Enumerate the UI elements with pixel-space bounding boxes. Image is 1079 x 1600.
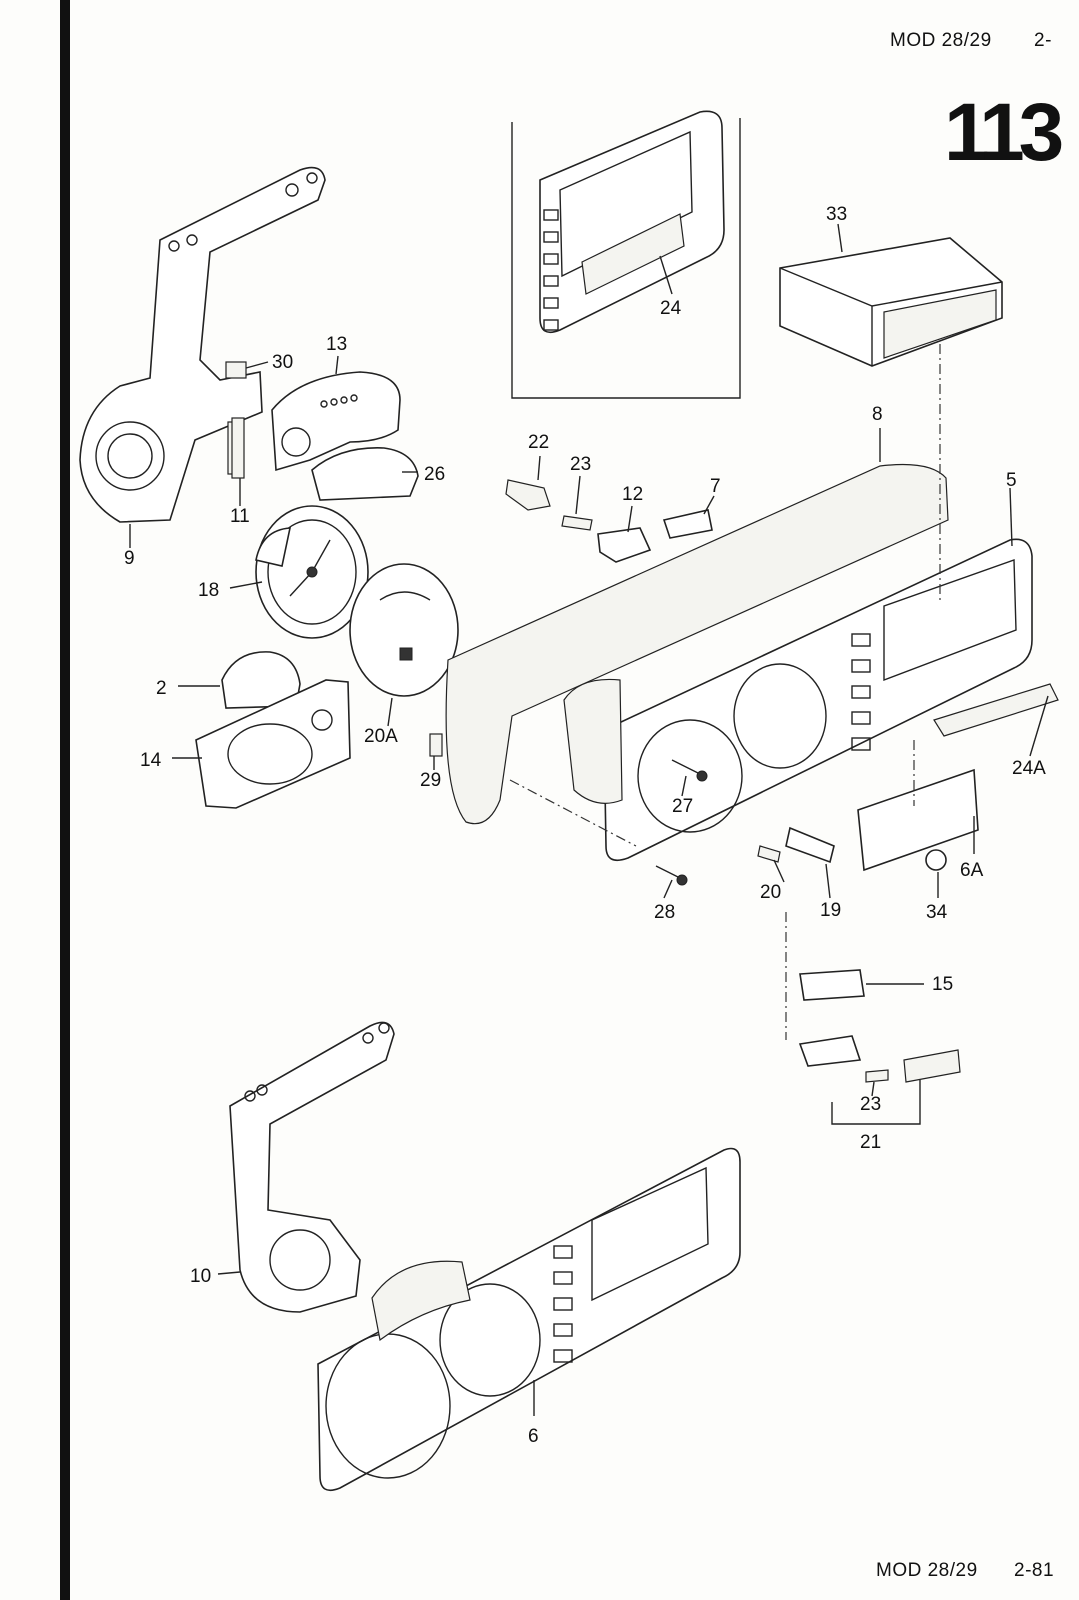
part-20-bulb: [757, 845, 781, 863]
leader-lines: [129, 223, 1049, 1416]
callout-14: 14: [140, 750, 162, 771]
callout-26: 26: [424, 464, 445, 485]
page-ref-footer: 2-81: [1014, 1560, 1055, 1581]
callout-13: 13: [326, 334, 347, 355]
callout-30: 30: [272, 352, 293, 373]
part-27-screw: [671, 759, 701, 775]
part-12-switch-housing: [597, 527, 652, 563]
callout-24: 24: [660, 298, 682, 319]
part-18-clock: [255, 505, 369, 639]
callout-24A: 24A: [1012, 758, 1046, 779]
callout-6A: 6A: [960, 860, 984, 881]
callout-20: 20: [760, 882, 781, 903]
part-15-switch: [799, 969, 865, 1001]
model-header-top: MOD 28/29: [890, 30, 992, 51]
callout-8: 8: [872, 404, 883, 425]
callout-29: 29: [420, 770, 441, 791]
callout-23-upper: 23: [570, 454, 591, 475]
callout-9: 9: [124, 548, 135, 569]
part-22-switch: [505, 479, 551, 511]
page-ref-top: 2-: [1034, 30, 1052, 51]
callout-2: 2: [156, 678, 167, 699]
callout-5: 5: [1006, 470, 1017, 491]
callout-33: 33: [826, 204, 847, 225]
part-19-lamp: [785, 826, 835, 864]
callout-labels: 2 5 6 6A 7 8 9 10 11 12 13 14 15 18 19 2…: [124, 204, 1046, 1447]
part-5-instrument-panel: [563, 538, 1033, 862]
inset-detail-24: [511, 110, 741, 399]
part-6-lower-instrument-panel: [317, 1147, 741, 1492]
page-binding-edge: [60, 0, 70, 1600]
callout-15: 15: [932, 974, 953, 995]
part-21-label-plate: [903, 1049, 961, 1083]
callout-21: 21: [860, 1132, 881, 1153]
callout-20A: 20A: [364, 726, 398, 747]
part-13-circuit-plate: [271, 371, 401, 472]
callout-6: 6: [528, 1426, 539, 1447]
callout-18: 18: [198, 580, 219, 601]
part-33-storage-box: [779, 237, 1003, 367]
part-14-lower-circuit-board: [195, 679, 351, 809]
part-11-bulb-holder: [231, 417, 245, 479]
part-34-knob: [925, 849, 947, 871]
callout-12: 12: [622, 484, 643, 505]
part-7-bracket: [662, 509, 713, 539]
callout-27: 27: [672, 796, 693, 817]
part-28-screw: [655, 865, 681, 879]
part-8-dash-trim: [445, 463, 949, 825]
callout-11: 11: [230, 506, 250, 527]
part-30-connector: [225, 361, 247, 379]
part-20A-gauge: [349, 563, 459, 697]
callout-10: 10: [190, 1266, 211, 1287]
part-21-switch-assembly: [798, 1035, 862, 1067]
callout-28: 28: [654, 902, 675, 923]
part-9-circuit-bracket: [79, 166, 326, 523]
page-number: 113: [944, 87, 1064, 178]
part-2-gauge-insert: [221, 651, 301, 709]
part-24A-switch-strip: [933, 683, 1059, 737]
part-26-gauge-holder: [311, 447, 419, 501]
callout-23-lower: 23: [860, 1094, 881, 1115]
part-10-lower-bracket: [229, 1021, 395, 1313]
callout-34: 34: [926, 902, 948, 923]
part-23-bulb-lower: [865, 1069, 889, 1083]
callout-22: 22: [528, 432, 549, 453]
callout-19: 19: [820, 900, 841, 921]
callout-7: 7: [710, 476, 721, 497]
part-29-clip: [429, 733, 443, 757]
model-footer: MOD 28/29: [876, 1560, 978, 1581]
part-6A-cover-plate: [857, 768, 979, 872]
part-23-bulb: [561, 515, 593, 531]
